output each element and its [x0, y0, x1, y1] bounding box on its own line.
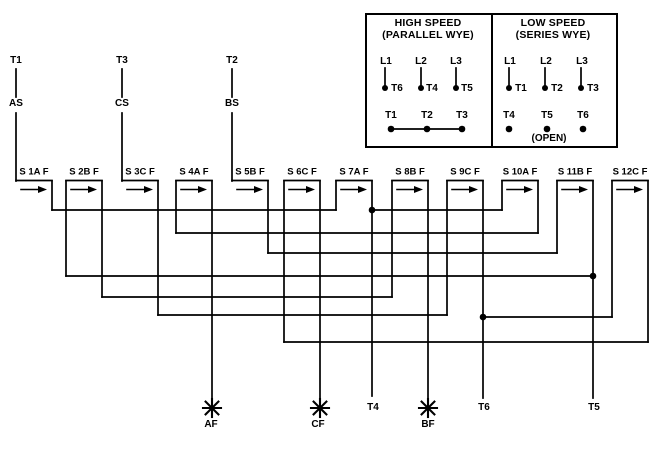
terminal-t5-label: T5 — [588, 402, 600, 413]
coil-label-10: S 10A F — [502, 166, 538, 178]
winding-start-cs-label: CS — [115, 98, 129, 109]
star-point-bf-label: BF — [421, 419, 435, 430]
ls-terminal-t3-label: T3 — [587, 83, 599, 94]
winding-arrow-head — [414, 186, 423, 193]
hs-terminal-t5-label: T5 — [461, 83, 473, 94]
ls-terminal-dot — [542, 85, 548, 91]
winding-arrow-head — [358, 186, 367, 193]
junction-dot — [479, 313, 487, 321]
winding-start-bs-label: BS — [225, 98, 239, 109]
ls-open-t5-label: T5 — [541, 110, 553, 121]
ls-terminal-t1-label: T1 — [515, 83, 527, 94]
hs-joined-t3-label: T3 — [456, 110, 468, 121]
star-point-af-label: AF — [204, 419, 218, 430]
winding-arrow-head — [38, 186, 47, 193]
hs-line-l1-label: L1 — [380, 56, 392, 67]
ls-terminal-dot — [578, 85, 584, 91]
hs-terminal-t4-label: T4 — [426, 83, 438, 94]
low-speed-subtitle: (SERIES WYE) — [515, 28, 591, 41]
hs-terminal-dot — [382, 85, 388, 91]
winding-arrow-head — [144, 186, 153, 193]
hs-joined-t1-label: T1 — [385, 110, 397, 121]
hs-joined-dot — [423, 125, 431, 133]
coil-label-3: S 3C F — [125, 166, 155, 178]
ls-line-l1-label: L1 — [504, 56, 516, 67]
coil-label-2: S 2B F — [69, 166, 99, 178]
ls-terminal-t2-label: T2 — [551, 83, 563, 94]
terminal-t1-label: T1 — [10, 55, 22, 66]
hs-joined-t2-label: T2 — [421, 110, 433, 121]
hs-joined-dot — [458, 125, 466, 133]
terminal-t2-label: T2 — [226, 55, 238, 66]
terminal-t6-label: T6 — [478, 402, 490, 413]
terminal-t3-label: T3 — [116, 55, 128, 66]
hs-line-l3-label: L3 — [450, 56, 462, 67]
winding-arrow-head — [88, 186, 97, 193]
ls-open-t4-label: T4 — [503, 110, 515, 121]
winding-start-as-label: AS — [9, 98, 23, 109]
terminal-t4-label: T4 — [367, 402, 379, 413]
high-speed-subtitle: (PARALLEL WYE) — [382, 28, 474, 41]
star-point-symbol — [420, 400, 436, 416]
winding-arrow-head — [634, 186, 643, 193]
coil-label-1: S 1A F — [19, 166, 49, 178]
hs-line-l2-label: L2 — [415, 56, 427, 67]
winding-arrow-head — [198, 186, 207, 193]
coil-label-6: S 6C F — [287, 166, 317, 178]
winding-arrow-head — [469, 186, 478, 193]
coil-label-5: S 5B F — [235, 166, 265, 178]
hs-terminal-dot — [453, 85, 459, 91]
winding-arrow-head — [524, 186, 533, 193]
star-point-symbol — [312, 400, 328, 416]
star-point-cf-label: CF — [311, 419, 325, 430]
winding-arrow-head — [254, 186, 263, 193]
coil-label-9: S 9C F — [450, 166, 480, 178]
coil-label-12: S 12C F — [612, 166, 648, 178]
coil-label-7: S 7A F — [339, 166, 369, 178]
hs-joined-dot — [387, 125, 395, 133]
coil-label-4: S 4A F — [179, 166, 209, 178]
ls-open-note: (OPEN) — [531, 133, 567, 144]
winding-arrow-head — [579, 186, 588, 193]
coil-label-11: S 11B F — [557, 166, 593, 178]
ls-open-dot — [543, 125, 551, 133]
winding-arrow-head — [306, 186, 315, 193]
hs-terminal-t6-label: T6 — [391, 83, 403, 94]
star-point-symbol — [204, 400, 220, 416]
ls-open-dot — [579, 125, 587, 133]
low-speed-title: LOW SPEED — [520, 16, 586, 29]
coil-label-8: S 8B F — [395, 166, 425, 178]
hs-terminal-dot — [418, 85, 424, 91]
junction-dot — [589, 272, 597, 280]
ls-line-l2-label: L2 — [540, 56, 552, 67]
ls-terminal-dot — [506, 85, 512, 91]
junction-dot — [368, 206, 376, 214]
high-speed-title: HIGH SPEED — [394, 16, 462, 29]
ls-line-l3-label: L3 — [576, 56, 588, 67]
ls-open-t6-label: T6 — [577, 110, 589, 121]
ls-open-dot — [505, 125, 513, 133]
